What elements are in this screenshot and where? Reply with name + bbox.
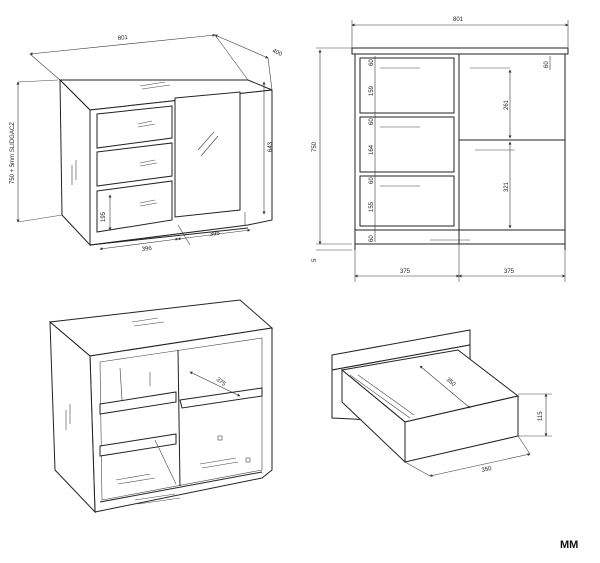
iso-drawer-width-label: 396 bbox=[142, 246, 153, 253]
front-drawer-3 bbox=[359, 175, 455, 227]
front-left-dim-4: 164 bbox=[369, 144, 375, 155]
front-left-dim-3: 60 bbox=[369, 118, 375, 125]
drawer-depth-label: 350 bbox=[445, 377, 457, 388]
iso-drawer-3 bbox=[96, 180, 173, 233]
iso-depth-label: 400 bbox=[271, 48, 283, 58]
front-right-width-label: 375 bbox=[504, 269, 515, 275]
front-width-label: 801 bbox=[453, 17, 464, 23]
front-left-dim-5: 60 bbox=[369, 177, 375, 184]
open-drawer-front-1 bbox=[99, 391, 177, 415]
front-right-lower-label: 321 bbox=[504, 181, 510, 192]
unit-label: MM bbox=[560, 539, 578, 551]
iso-drawer-2 bbox=[96, 142, 173, 187]
front-left-dim-1: 60 bbox=[369, 59, 375, 66]
open-drawer-front-2 bbox=[99, 433, 177, 457]
iso-door-height-label: 643 bbox=[268, 141, 274, 152]
iso-door-width-label: 396 bbox=[210, 231, 221, 238]
drawer-view: 350 350 115 bbox=[331, 329, 552, 477]
front-height-label: 750 bbox=[312, 141, 318, 152]
front-drawer-2 bbox=[359, 116, 455, 173]
iso-closed-view: 801 400 750 + 5mm SLIDGACZ 643 195 396 3… bbox=[10, 33, 283, 253]
iso-drawer-1 bbox=[96, 105, 173, 149]
open-shelf-depth-label: 375 bbox=[215, 377, 227, 388]
front-left-dim-2: 159 bbox=[369, 85, 375, 96]
iso-height-label: 750 + 5mm SLIDGACZ bbox=[10, 122, 16, 184]
drawer-height-label: 115 bbox=[538, 411, 544, 421]
front-view: 801 750 5 60 159 60 164 60 155 60 60 261… bbox=[312, 17, 569, 282]
iso-open-view: 375 bbox=[48, 299, 274, 514]
drawer-width-label: 350 bbox=[481, 466, 493, 474]
front-left-width-label: 375 bbox=[400, 269, 411, 275]
iso-drawer-front-label: 195 bbox=[101, 211, 107, 222]
front-drawer-1 bbox=[359, 57, 455, 114]
front-left-dim-7: 60 bbox=[369, 235, 375, 242]
front-left-dim-6: 155 bbox=[369, 201, 375, 212]
iso-width-label: 801 bbox=[118, 35, 129, 42]
front-right-top-label: 60 bbox=[544, 61, 550, 68]
front-right-upper-label: 261 bbox=[504, 99, 510, 110]
front-plinth-label: 5 bbox=[312, 258, 318, 262]
